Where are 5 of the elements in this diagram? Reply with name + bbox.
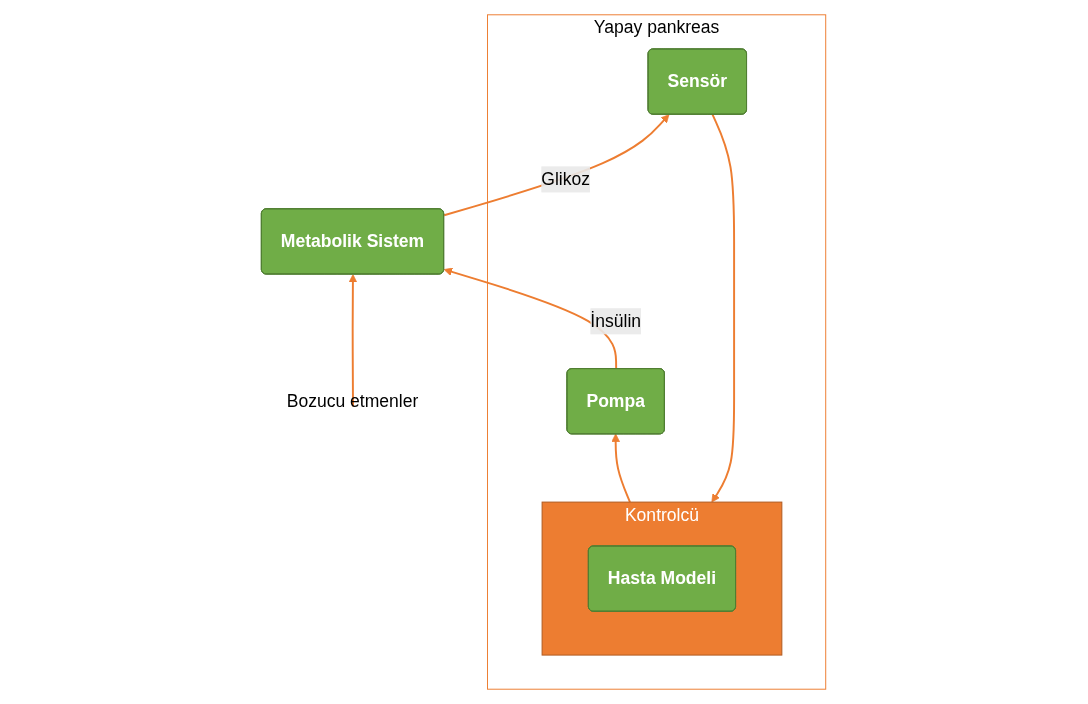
arrow <box>611 433 632 504</box>
edge-label: İnsülin <box>590 311 642 331</box>
arrow <box>711 113 736 503</box>
arrow <box>443 114 670 217</box>
edge-label: Glikoz <box>541 169 591 189</box>
